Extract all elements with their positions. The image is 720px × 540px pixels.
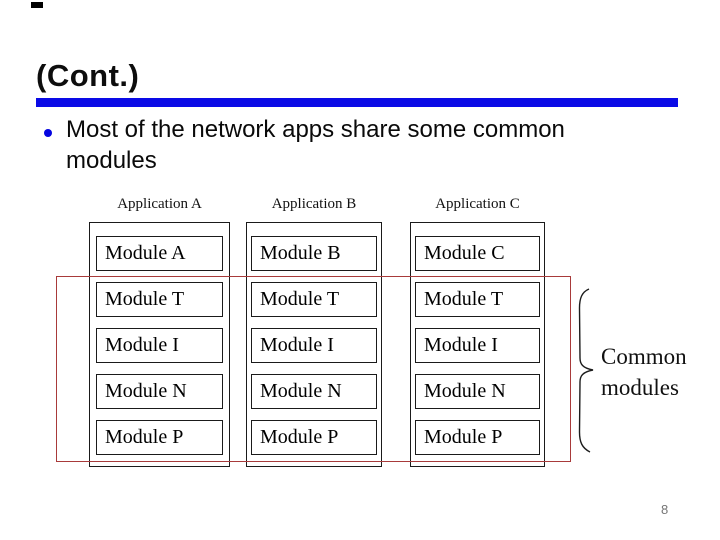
module-box: Module C [415, 236, 540, 271]
slide-title: (Cont.) [36, 58, 140, 93]
application-b-column: Application B Module B Module T Module I… [246, 196, 382, 467]
bullet-text: Most of the network apps share some comm… [66, 116, 565, 174]
title-underline-bar [36, 98, 678, 107]
module-box: Module I [415, 328, 540, 363]
module-box: Module P [96, 420, 223, 455]
module-box: Module T [96, 282, 223, 317]
column-header-c: Application C [435, 196, 520, 212]
application-c-column: Application C Module C Module T Module I… [410, 196, 545, 467]
module-box: Module T [251, 282, 377, 317]
application-a-column: Application A Module A Module T Module I… [89, 196, 230, 467]
module-box: Module N [251, 374, 377, 409]
application-b-box: Module B Module T Module I Module N Modu… [246, 222, 382, 467]
module-box: Module N [415, 374, 540, 409]
module-box: Module A [96, 236, 223, 271]
common-modules-label: Common modules [601, 344, 687, 400]
module-box: Module T [415, 282, 540, 317]
module-box: Module I [251, 328, 377, 363]
column-header-b: Application B [271, 196, 357, 212]
application-c-box: Module C Module T Module I Module N Modu… [410, 222, 545, 467]
column-header-a: Application A [117, 196, 202, 212]
curly-brace-icon [578, 288, 594, 453]
module-box: Module P [415, 420, 540, 455]
module-box: Module P [251, 420, 377, 455]
page-number: 8 [661, 502, 669, 517]
module-box: Module B [251, 236, 377, 271]
top-left-mark [31, 2, 43, 8]
module-box: Module I [96, 328, 223, 363]
bullet-icon [44, 129, 52, 137]
application-a-box: Module A Module T Module I Module N Modu… [89, 222, 230, 467]
module-box: Module N [96, 374, 223, 409]
